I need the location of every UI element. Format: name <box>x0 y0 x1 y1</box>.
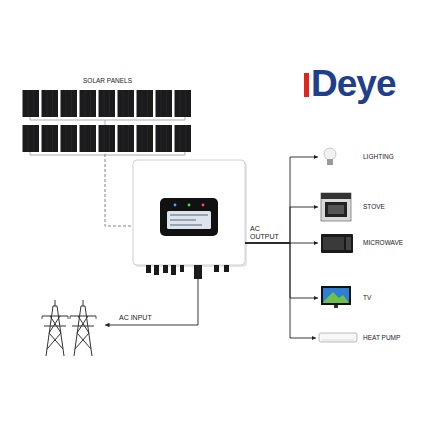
appliance-label: LIGHTING <box>363 153 394 160</box>
solar-panel-row <box>22 125 193 152</box>
dc-cable <box>105 154 133 226</box>
stove-icon <box>321 193 351 221</box>
appliance-label: HEAT PUMP <box>363 334 400 341</box>
appliance: MICROWAVE <box>318 233 418 253</box>
ac-cable <box>245 157 318 243</box>
ac-cable <box>105 265 198 325</box>
brand-logo: Deye <box>311 64 395 105</box>
appliance-label: MICROWAVE <box>363 239 403 246</box>
panel-array: SOLAR PANELS <box>20 74 195 154</box>
inverter-box <box>133 160 245 265</box>
solar-panel-row <box>22 90 193 117</box>
ac-cable <box>245 243 316 338</box>
connector-label: AC OUTPUT <box>249 225 287 241</box>
appliance: HEAT PUMP <box>316 331 420 345</box>
ac-cable <box>245 207 318 243</box>
group-heading: SOLAR PANELS <box>83 77 132 84</box>
appliance: LIGHTING <box>318 146 418 168</box>
logo-accent <box>304 73 309 97</box>
connector-label: AC INPUT <box>118 314 153 322</box>
appliance: STOVE <box>318 192 418 222</box>
microwave-icon <box>321 234 353 253</box>
appliance-label: TV <box>363 294 371 301</box>
ac-cable <box>245 243 318 298</box>
inverter <box>133 160 247 279</box>
light-bulb-icon <box>324 148 336 165</box>
heat-pump-icon <box>319 333 357 342</box>
tv-icon <box>321 286 351 308</box>
power-towers <box>42 300 96 356</box>
appliance-label: STOVE <box>363 203 385 210</box>
grid-towers <box>38 296 102 358</box>
appliance: TV <box>318 286 418 310</box>
